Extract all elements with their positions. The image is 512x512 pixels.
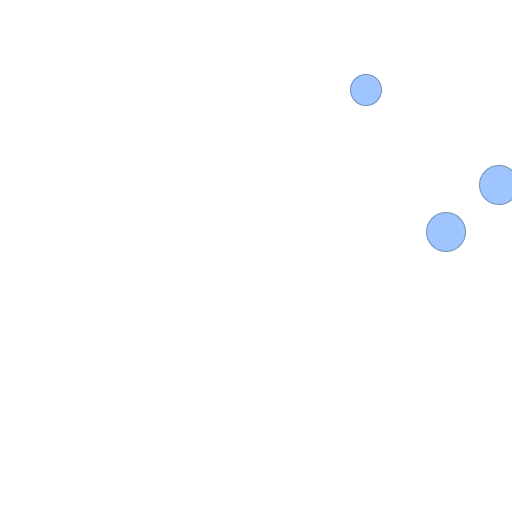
blue-circle-target[interactable] (350, 74, 382, 106)
blue-circle-target[interactable] (479, 165, 512, 205)
blue-circle-target[interactable] (426, 212, 466, 252)
